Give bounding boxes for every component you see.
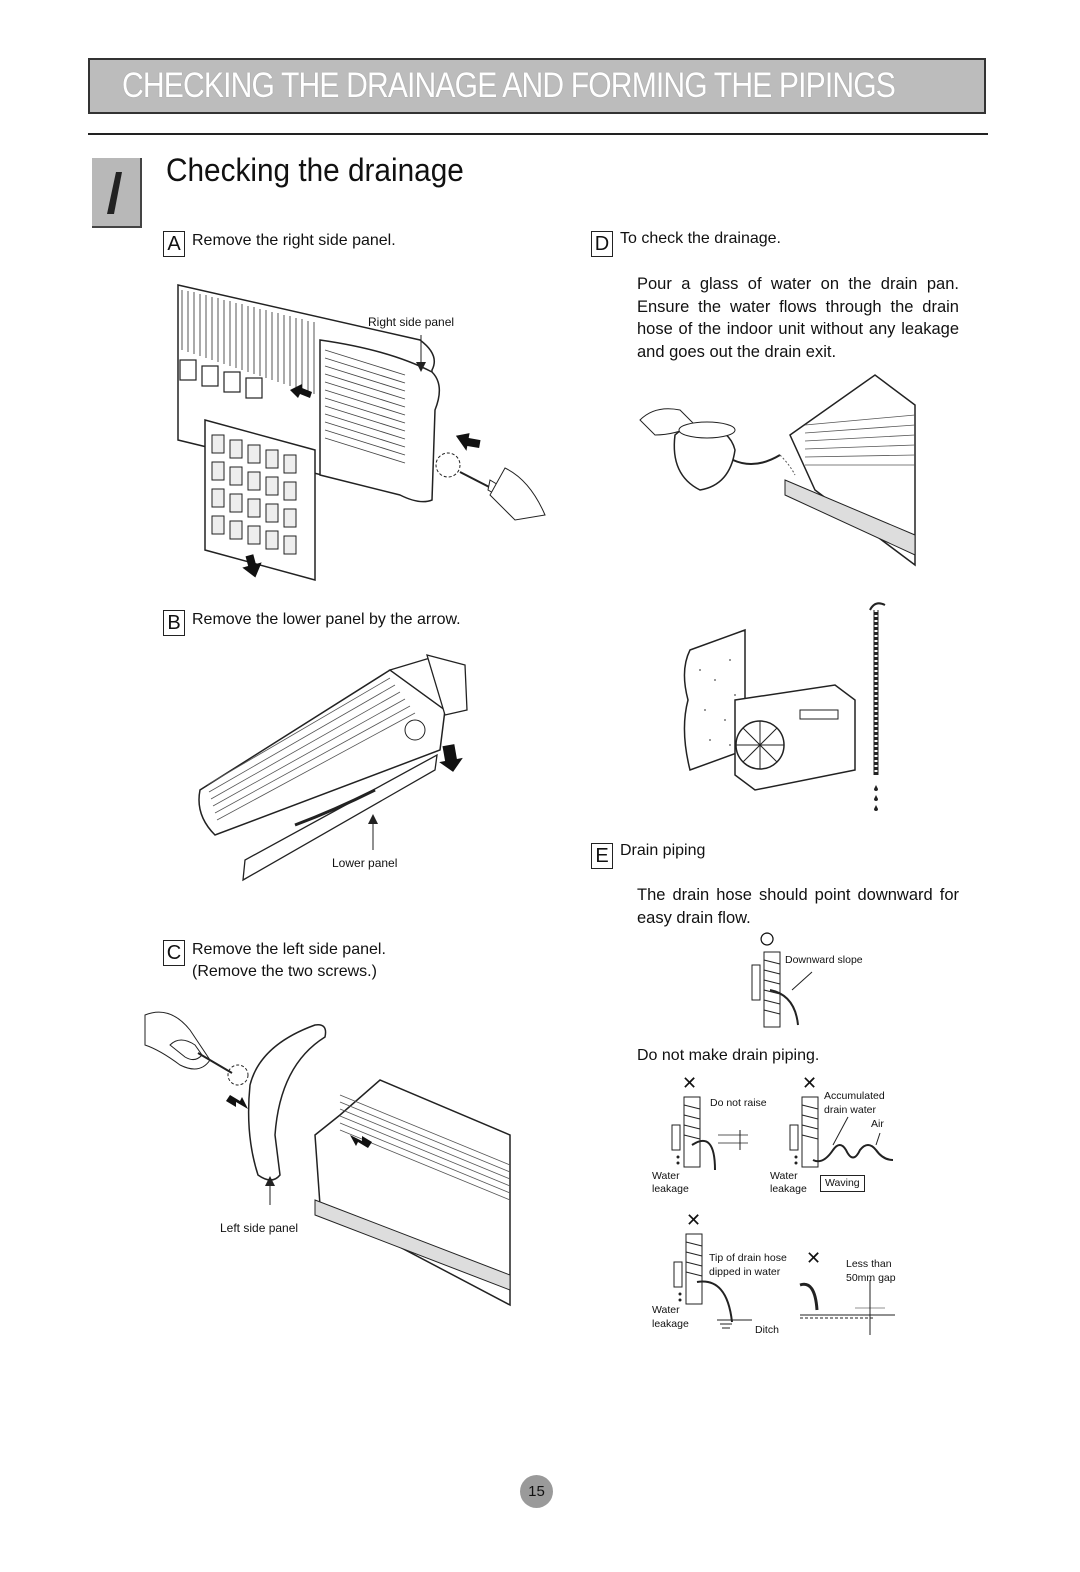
illustration-raised-drain bbox=[671, 1096, 748, 1171]
tip-label-line2: dipped in water bbox=[709, 1266, 781, 1278]
leakage-label-3: leakage bbox=[652, 1318, 689, 1330]
illustration-remove-left-panel bbox=[144, 1011, 511, 1307]
ditch-label: Ditch bbox=[755, 1324, 779, 1336]
leakage-label-1: leakage bbox=[652, 1183, 689, 1195]
illustration-correct-drain bbox=[751, 951, 813, 1028]
tip-label-line1: Tip of drain hose bbox=[709, 1252, 787, 1264]
page-header-title: CHECKING THE DRAINAGE AND FORMING THE PI… bbox=[122, 66, 896, 105]
step-e-paragraph: The drain hose should point downward for… bbox=[637, 886, 959, 927]
leakage-label-2: leakage bbox=[770, 1183, 807, 1195]
page-number: 15 bbox=[520, 1475, 553, 1508]
left-side-panel-label: Left side panel bbox=[220, 1221, 299, 1235]
illustration-waving-drain bbox=[789, 1096, 894, 1168]
water-label-1: Water bbox=[652, 1170, 680, 1182]
right-side-panel-label: Right side panel bbox=[368, 315, 455, 329]
step-d-paragraph: Pour a glass of water on the drain pan. … bbox=[637, 275, 959, 361]
illustration-remove-right-panel bbox=[177, 284, 546, 581]
water-label-3: Water bbox=[652, 1304, 680, 1316]
do-not-raise-label: Do not raise bbox=[710, 1097, 767, 1109]
x-mark-icon: ✕ bbox=[686, 1210, 702, 1230]
step-e-letter: E bbox=[591, 843, 613, 869]
illustration-dipped-drain bbox=[673, 1233, 752, 1329]
water-label-2: Water bbox=[770, 1170, 798, 1182]
step-c-letter: C bbox=[163, 940, 185, 966]
illustration-gap-drain bbox=[799, 1280, 895, 1335]
illustration-remove-lower-panel bbox=[198, 654, 468, 882]
section-title: Checking the drainage bbox=[166, 152, 464, 188]
step-b-letter: B bbox=[163, 610, 185, 636]
x-mark-icon: ✕ bbox=[802, 1073, 818, 1093]
less-than-label-line1: Less than bbox=[846, 1258, 892, 1270]
step-a-letter: A bbox=[163, 231, 185, 257]
step-d-text: To check the drainage. bbox=[620, 230, 781, 247]
header-bar: CHECKING THE DRAINAGE AND FORMING THE PI… bbox=[88, 58, 986, 114]
downward-slope-label: Downward slope bbox=[785, 954, 863, 966]
ok-circle-icon: ○ bbox=[758, 922, 777, 955]
step-c-text-line2: (Remove the two screws.) bbox=[192, 963, 377, 980]
air-label: Air bbox=[871, 1118, 884, 1130]
accumulated-label-line2: drain water bbox=[824, 1104, 876, 1116]
lower-panel-label: Lower panel bbox=[332, 856, 398, 870]
waving-label: Waving bbox=[820, 1175, 865, 1192]
header-divider bbox=[88, 133, 988, 135]
x-mark-icon: ✕ bbox=[806, 1248, 822, 1268]
x-mark-icon: ✕ bbox=[682, 1073, 698, 1093]
step-b-text: Remove the lower panel by the arrow. bbox=[192, 611, 461, 628]
accumulated-label-line1: Accumulated bbox=[824, 1090, 885, 1102]
illustration-outdoor-drain bbox=[683, 602, 886, 811]
do-not-heading: Do not make drain piping. bbox=[637, 1047, 820, 1064]
less-than-label-line2: 50mm gap bbox=[846, 1272, 896, 1284]
step-a-text: Remove the right side panel. bbox=[192, 232, 396, 249]
illustration-pour-water bbox=[639, 374, 916, 567]
step-c-text-line1: Remove the left side panel. bbox=[192, 941, 386, 958]
step-e-text: Drain piping bbox=[620, 842, 706, 859]
section-number-1-icon bbox=[107, 172, 122, 214]
step-d-letter: D bbox=[591, 231, 613, 257]
section-number-box bbox=[92, 158, 142, 228]
